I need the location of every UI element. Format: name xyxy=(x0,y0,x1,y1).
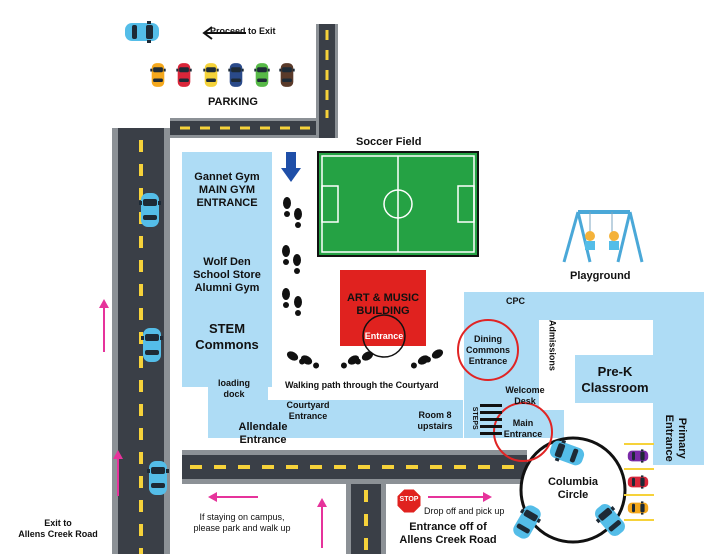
courtyard-entrance-label: Courtyard Entrance xyxy=(286,400,330,421)
swing-icon xyxy=(562,210,644,263)
car-icon xyxy=(139,193,161,227)
car-icon xyxy=(228,63,244,87)
car-icon xyxy=(627,501,649,515)
proceed-to-exit-label: Proceed to Exit xyxy=(210,26,276,36)
drop-off-label: Drop off and pick up xyxy=(424,506,505,516)
art-entrance-circle xyxy=(362,314,406,358)
car-icon xyxy=(125,21,159,43)
arrow-icon xyxy=(99,299,492,548)
arrow-icon xyxy=(281,152,301,182)
allendale-entrance-label: Allendale Entrance xyxy=(238,421,288,447)
wolf-den-label: Wolf Den School Store Alumni Gym xyxy=(193,256,261,295)
playground-label: Playground xyxy=(570,270,631,282)
main-entrance-label: Main Entrance xyxy=(503,418,543,439)
car-icon xyxy=(627,475,649,489)
primary-entrance-label: Primary Entrance xyxy=(663,414,689,462)
parking-label: PARKING xyxy=(208,96,258,108)
building-west xyxy=(182,152,463,438)
car-icon xyxy=(254,63,270,87)
car-icon xyxy=(147,461,169,495)
entrance-off-label: Entrance off of Allens Creek Road xyxy=(399,521,497,547)
columbia-circle-label: Columbia Circle xyxy=(547,476,599,502)
car-icon xyxy=(279,63,295,87)
dining-entrance-circle xyxy=(457,319,519,381)
car-icon xyxy=(203,63,219,87)
staying-on-campus-label: If staying on campus, please park and wa… xyxy=(193,512,291,533)
car-icon xyxy=(176,63,192,87)
art-entrance-label: Entrance xyxy=(364,331,404,341)
parking-road xyxy=(170,24,338,138)
prek-classroom-label: Pre-K Classroom xyxy=(581,364,649,395)
car-icon xyxy=(627,449,649,463)
parking-stripes xyxy=(624,443,654,521)
steps-label: STEPS xyxy=(471,406,479,430)
exit-to-label: Exit to Allens Creek Road xyxy=(18,518,98,539)
car-icon xyxy=(141,328,163,362)
gannet-gym-label: Gannet Gym MAIN GYM ENTRANCE xyxy=(194,171,260,210)
stop-sign-icon xyxy=(396,488,422,514)
art-music-label: ART & MUSIC BUILDING xyxy=(346,292,420,318)
arrow-icon xyxy=(202,26,246,40)
stem-commons-label: STEM Commons xyxy=(195,321,259,352)
loading-dock-label: loading dock xyxy=(218,378,250,399)
walking-path-label: Walking path through the Courtyard xyxy=(285,380,439,390)
cpc-label: CPC xyxy=(506,296,526,306)
welcome-desk-label: Welcome Desk xyxy=(505,385,545,406)
steps xyxy=(480,404,502,435)
admissions-label: Admissions xyxy=(547,319,558,371)
dining-commons-label: Dining Commons Entrance xyxy=(466,334,511,366)
soccer-field xyxy=(317,151,479,257)
soccer-field-label: Soccer Field xyxy=(356,136,422,148)
art-music-building xyxy=(340,270,426,346)
south-road xyxy=(182,450,527,554)
stop-sign-label: STOP xyxy=(399,496,419,503)
car-icon xyxy=(150,63,166,87)
room8-label: Room 8 upstairs xyxy=(417,410,453,431)
